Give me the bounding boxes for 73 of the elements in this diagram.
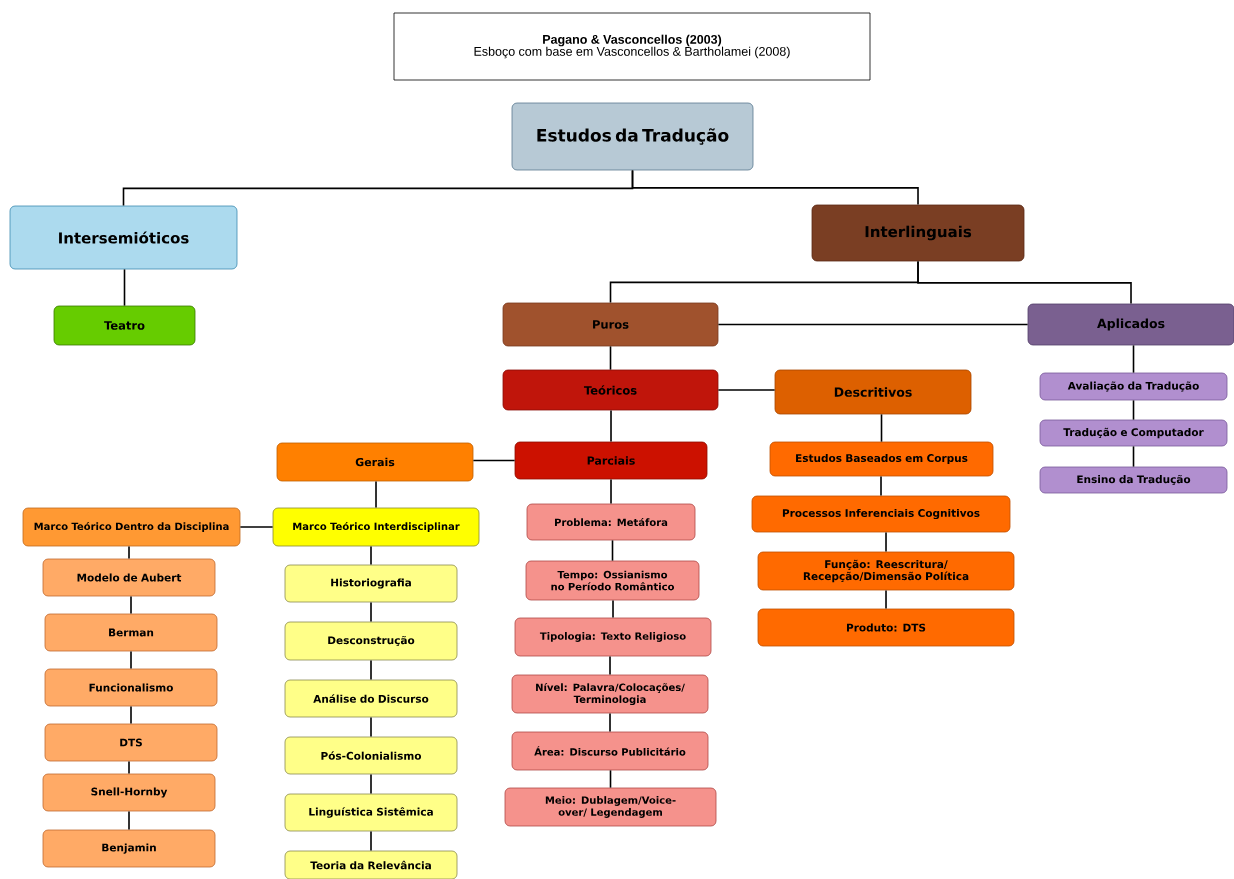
connector-line [880,413,883,443]
category-box: Estudos Baseados em Corpus [769,441,994,477]
connector-line [130,595,132,615]
connector-line [609,769,612,789]
connector-line [885,589,887,610]
category-box: Teóricos [502,369,719,411]
connector-line [609,655,611,676]
category-box: Marco Teórico Interdisciplinar [272,507,480,547]
category-box: Problema: Metáfora [526,503,696,541]
category-box: Descritivos [774,369,972,415]
category-box: Análise do Discurso [284,679,458,718]
category-box: Teatro [53,305,196,346]
category-box: Função: Reescritura/ Recepção/Dimensão Política [757,551,1015,591]
connector-line [631,169,919,206]
connector-line [370,659,372,681]
category-box: Tipologia: Texto Religioso [514,617,712,657]
connector-line [128,810,130,831]
connector-line [128,760,130,775]
connector-line [610,478,612,505]
category-box: Teoria da Relevância [284,850,458,879]
category-box: Aplicados [1027,303,1234,346]
category-box: Funcionalismo [44,668,218,707]
connector-line [472,459,516,462]
category-box: Desconstrução [284,621,458,661]
connector-line [370,545,372,566]
connector-line [123,268,126,307]
connector-line [611,539,614,562]
connector-line [370,716,372,738]
category-box: Interlinguais [811,204,1025,262]
connector-line [717,323,1029,326]
category-box: Benjamin [42,829,216,868]
connector-line [880,475,882,497]
connector-line [370,773,372,795]
category-box: Puros [502,302,719,347]
connector-line [717,389,776,391]
connector-line [1132,399,1135,421]
category-box: Gerais [276,442,474,482]
connector-line [609,712,611,733]
connector-line [239,526,274,528]
category-box: Berman [44,613,218,652]
category-box: Modelo de Aubert [42,558,216,597]
category-box: Historiografia [284,564,458,603]
category-box: Tradução e Computador [1039,419,1228,447]
connector-line [130,650,132,670]
connector-line [370,830,372,852]
category-box: Ensino da Tradução [1039,466,1228,494]
category-box: DTS [44,723,218,762]
connector-line [375,480,377,509]
category-box: Avaliação da Tradução [1039,372,1228,401]
connector-line [610,409,612,443]
connector-line [609,345,612,371]
connector-line [917,260,1132,305]
connector-line [130,705,132,725]
connector-line [128,545,130,560]
connector-line [370,601,372,623]
header-box: Pagano & Vasconcellos (2003) Esboço com base em Vasconcellos & Bartholamei (2008) [393,12,871,81]
category-box: Snell-Hornby [42,773,216,812]
category-box: Produto: DTS [757,608,1015,647]
connector-line [612,599,614,619]
category-box: Nível: Palavra/Colocações/ Terminologia [511,674,709,714]
category-box: Parciais [514,441,708,480]
connector-line [885,531,887,553]
connector-line [1132,445,1135,468]
category-box: Linguística Sistêmica [284,793,458,832]
category-box: Área: Discurso Publicitário [511,731,709,771]
category-box: Processos Inferenciais Cognitivos [751,495,1011,533]
category-box: Tempo: Ossianismo no Período Romântico [525,560,700,601]
connector-line [1132,344,1135,374]
category-box: Estudos da Tradução [511,102,754,171]
category-box: Marco Teórico Dentro da Disciplina [22,507,241,547]
category-box: Meio: Dublagem/Voice-over/ Legendagem [504,787,717,827]
category-box: Intersemióticos [9,205,238,270]
category-box: Pós-Colonialismo [284,736,458,775]
